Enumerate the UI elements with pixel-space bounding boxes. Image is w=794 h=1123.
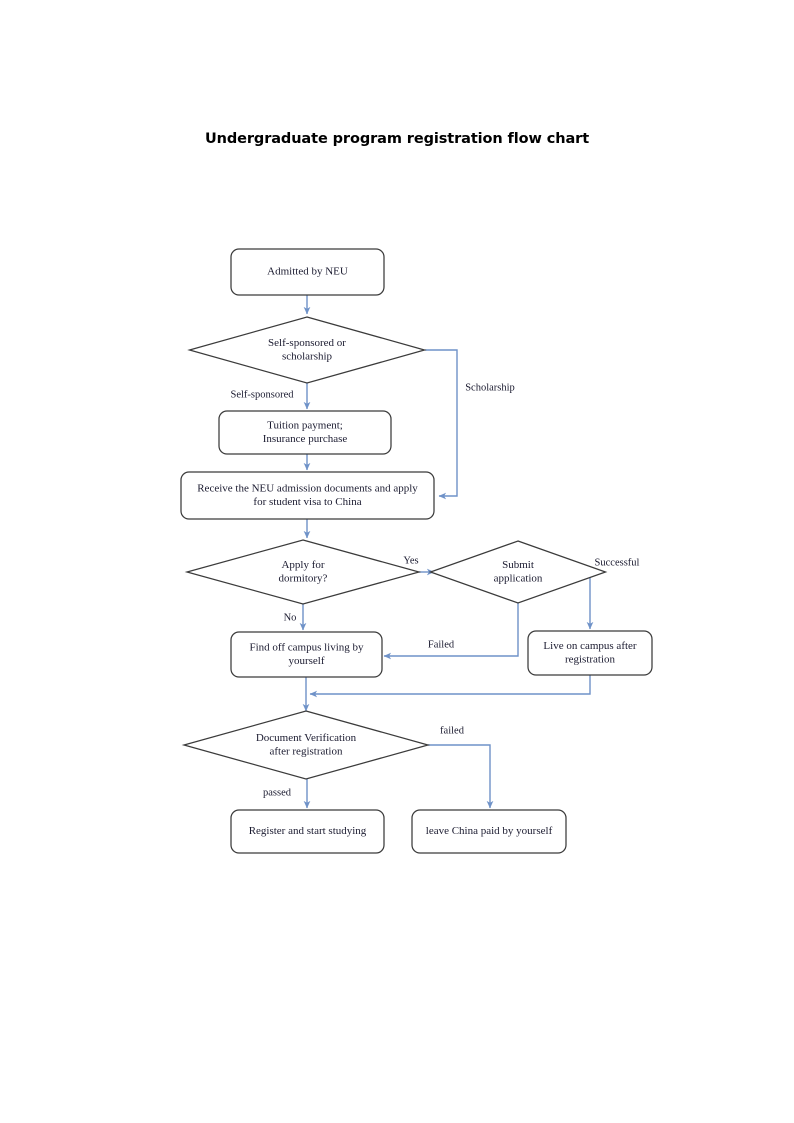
process-shape-receive-documents: [180, 471, 435, 520]
node-text-find-off-campus-line: Find off campus living by: [249, 641, 364, 653]
node-text-receive-documents-line: for student visa to China: [253, 496, 361, 508]
node-text-submit-application-line: application: [494, 572, 543, 584]
node-text-register-study-line: Register and start studying: [249, 825, 367, 837]
node-text-live-on-campus-line: registration: [565, 653, 616, 665]
decision-shape-submit-application: [428, 540, 608, 604]
page-title: Undergraduate program registration flow …: [204, 131, 590, 147]
edge-label-self-sponsored-branch: Self-sponsored: [231, 389, 295, 400]
node-leave-china[interactable]: leave China paid by yourself: [411, 809, 567, 854]
edge-label-submit-successful: Successful: [595, 557, 640, 568]
process-shape-register-study: [230, 809, 385, 854]
node-text-submit-application-line: Submit: [502, 559, 534, 571]
node-receive-documents[interactable]: Receive the NEU admission documents and …: [180, 471, 435, 520]
decision-shape-verification-decision: [181, 710, 431, 780]
edge-submit-failed: [383, 603, 519, 660]
edge-label-submit-failed: Failed: [428, 639, 455, 650]
edge-on-campus-to-verification: [309, 675, 591, 698]
node-tuition[interactable]: Tuition payment; Insurance purchase: [218, 410, 392, 455]
node-register-study[interactable]: Register and start studying: [230, 809, 385, 854]
process-shape-leave-china: [411, 809, 567, 854]
process-shape-admitted: [230, 248, 385, 296]
edge-scholarship-branch: [425, 349, 458, 500]
node-text-tuition-line: Insurance purchase: [263, 433, 348, 445]
node-find-off-campus[interactable]: Find off campus living by yourself: [230, 631, 383, 678]
edge-label-dormitory-yes: Yes: [403, 555, 418, 566]
decision-shape-dormitory-decision: [184, 539, 422, 605]
edge-submit-successful: [586, 571, 605, 630]
node-admitted[interactable]: Admitted by NEU: [230, 248, 385, 296]
node-text-verification-decision-line: after registration: [270, 745, 343, 757]
nodes-layer: Admitted by NEU Self-sponsored orscholars…: [180, 248, 653, 854]
node-text-sponsor-decision-line: Self-sponsored or: [268, 337, 346, 349]
node-text-verification-decision-line: Document Verification: [256, 732, 357, 744]
edges-layer: [299, 295, 605, 809]
edge-label-dormitory-no: No: [284, 612, 297, 623]
node-text-dormitory-decision-line: dormitory?: [279, 572, 328, 584]
node-text-receive-documents-line: Receive the NEU admission documents and …: [197, 482, 418, 494]
edge-label-scholarship-branch: Scholarship: [465, 382, 515, 393]
node-text-live-on-campus-line: Live on campus after: [543, 640, 636, 652]
decision-shape-sponsor-decision: [187, 316, 427, 384]
node-text-find-off-campus-line: yourself: [288, 655, 324, 667]
process-shape-live-on-campus: [527, 630, 653, 676]
node-text-leave-china-line: leave China paid by yourself: [426, 825, 553, 837]
node-text-admitted-line: Admitted by NEU: [267, 266, 348, 278]
node-text-dormitory-decision-line: Apply for: [281, 559, 324, 571]
edge-label-verification-passed: passed: [263, 787, 292, 798]
process-shape-tuition: [218, 410, 392, 455]
process-shape-find-off-campus: [230, 631, 383, 678]
node-text-tuition-line: Tuition payment;: [267, 419, 343, 431]
edge-label-verification-failed: failed: [440, 725, 465, 736]
node-text-sponsor-decision-line: scholarship: [282, 350, 333, 362]
edge-verification-failed: [428, 744, 494, 809]
